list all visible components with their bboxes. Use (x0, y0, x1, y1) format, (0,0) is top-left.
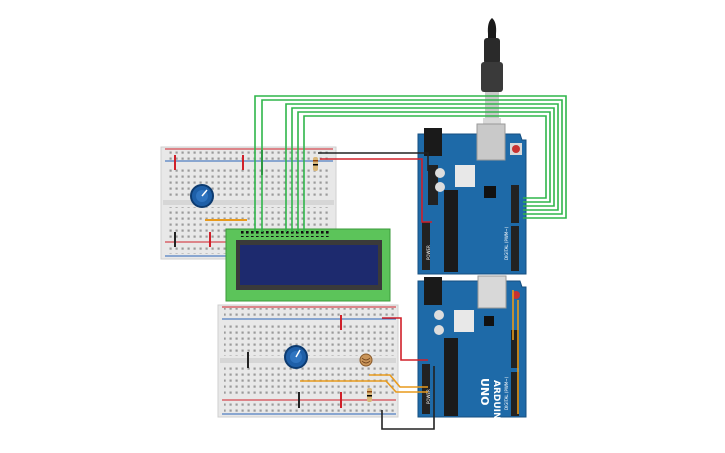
side-label: DIGITAL (PWM~) (504, 226, 509, 260)
resistor-icon (367, 388, 372, 402)
potentiometer-icon[interactable] (190, 184, 214, 208)
lcd-display (225, 228, 391, 302)
arduino-board-top: POWER DIGITAL (PWM~) (417, 123, 527, 275)
reset-button-icon[interactable] (512, 145, 520, 153)
resistor-icon (313, 157, 318, 171)
power-wires-bottom (300, 290, 519, 430)
side-label: POWER (426, 389, 431, 404)
side-label: DIGITAL (PWM~) (504, 376, 509, 410)
power-wires-top (318, 152, 432, 223)
arduino-model: UNO (478, 378, 491, 406)
breadboard-bottom (217, 304, 399, 418)
side-label: POWER (426, 245, 431, 260)
arduino-brand: ARDUINO (491, 380, 501, 428)
reset-button-icon[interactable] (512, 291, 520, 299)
green-wires (254, 95, 567, 232)
arduino-board-bottom: ARDUINO UNO POWER DIGITAL (PWM~) (417, 275, 527, 428)
photoresistor-icon (359, 353, 373, 367)
potentiometer-icon[interactable] (284, 345, 308, 369)
